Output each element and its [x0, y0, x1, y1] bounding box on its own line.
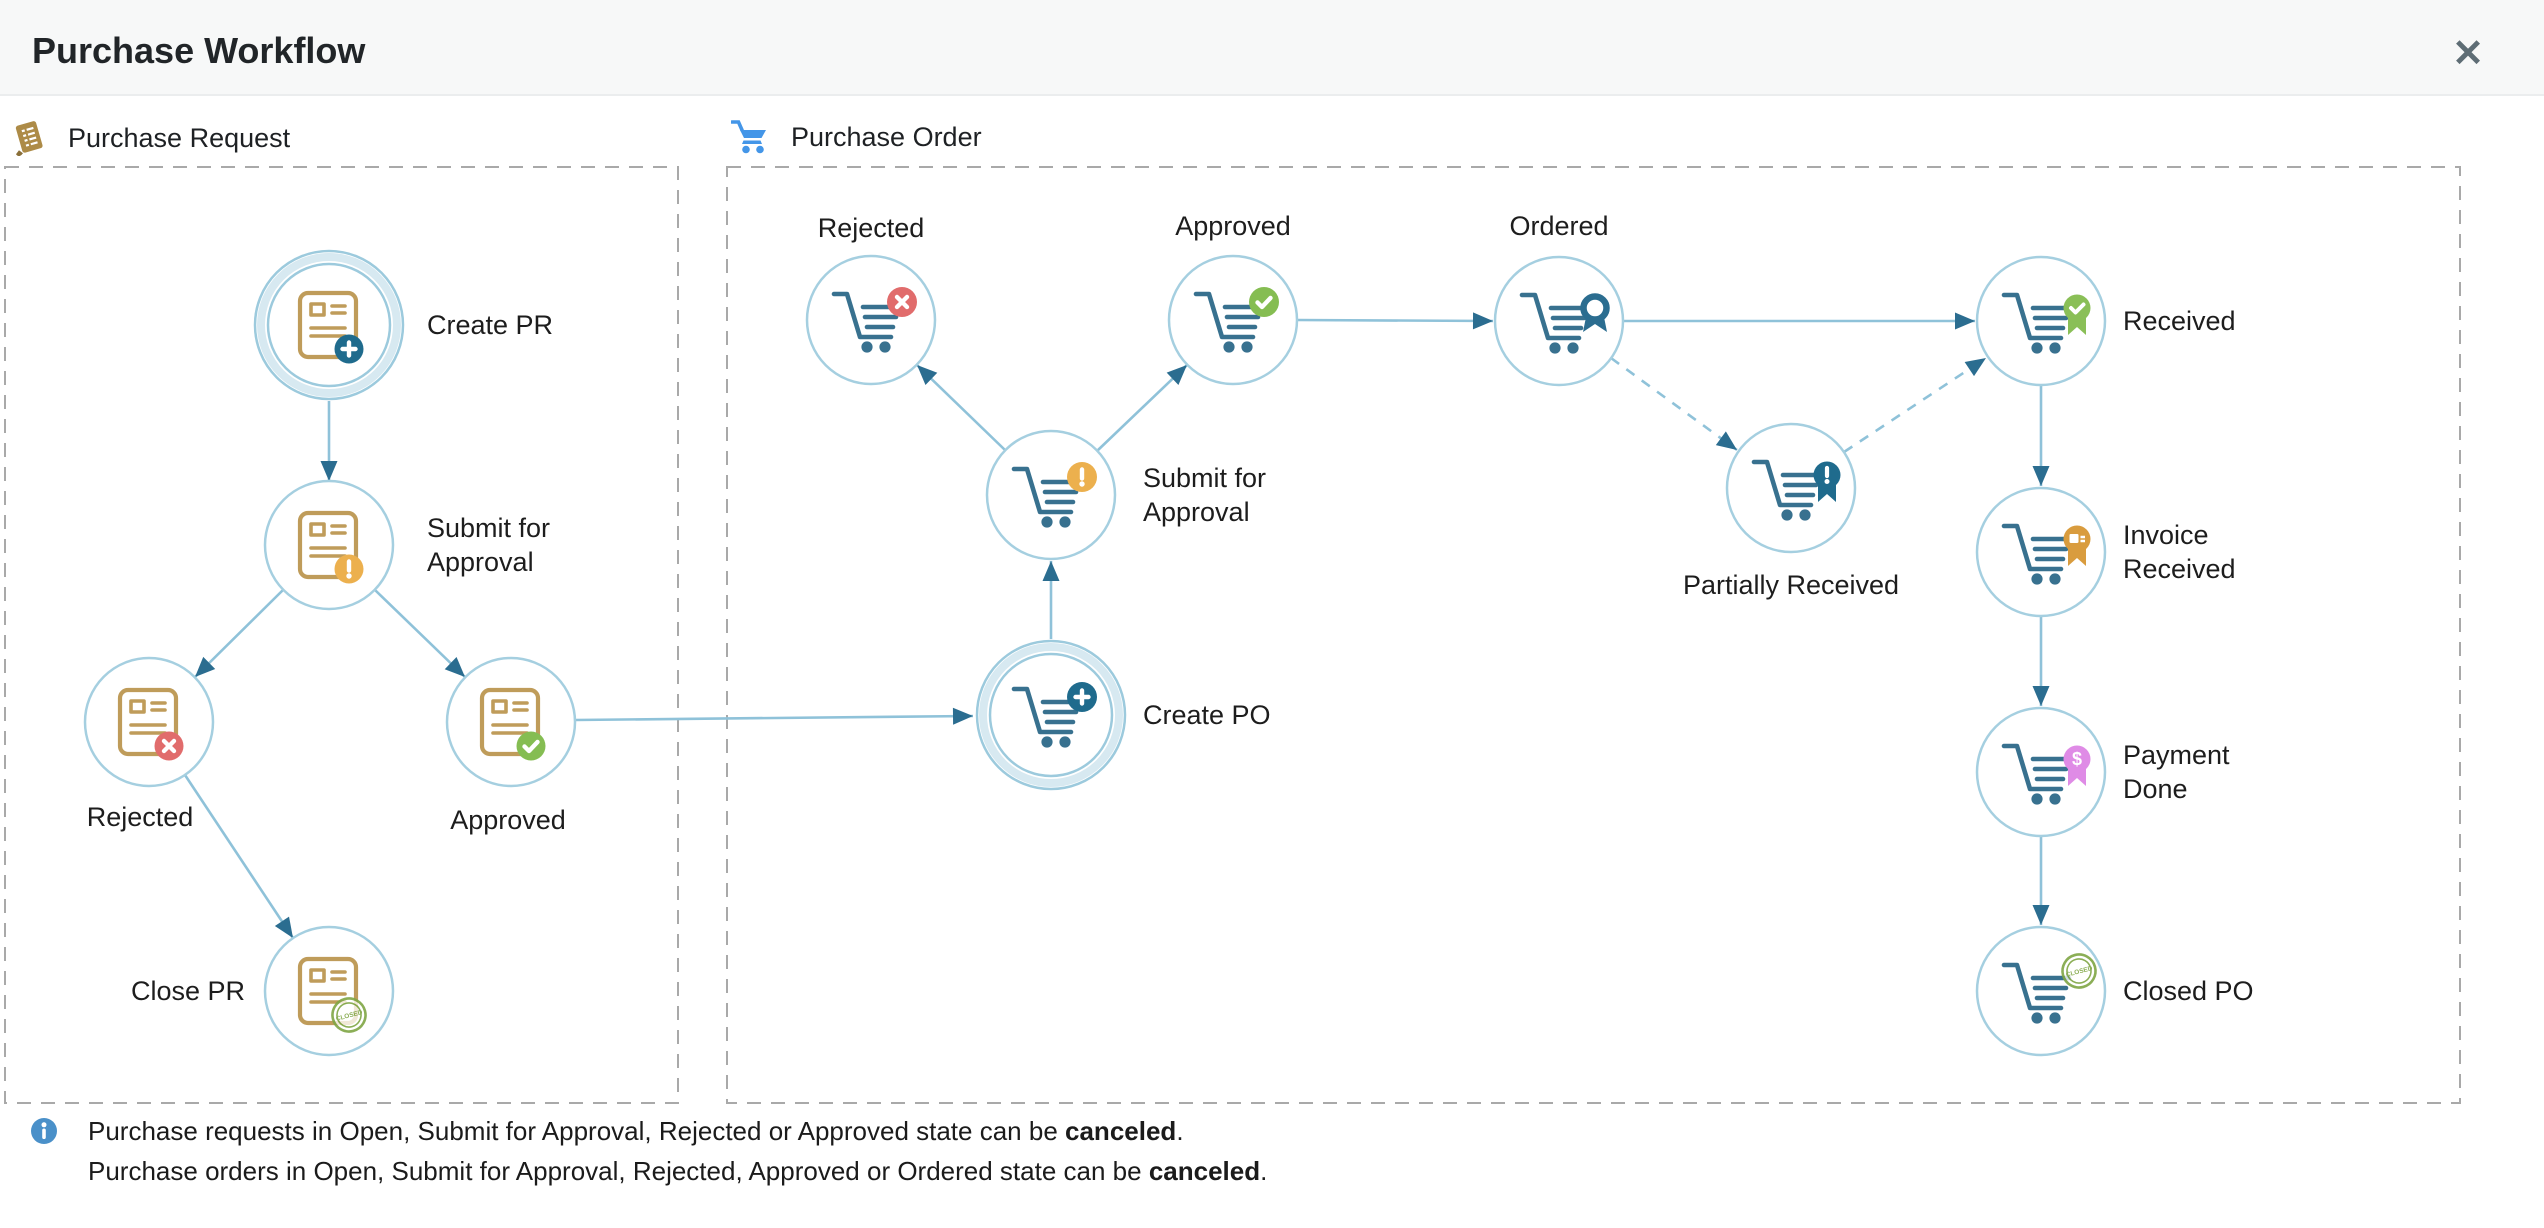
closed-stamp-icon: CLOSED	[2061, 953, 2097, 989]
node-label-po-invoice-received: Invoice Received	[2123, 520, 2236, 584]
node-po-received	[1975, 255, 2107, 387]
partial-ribbon-icon	[1813, 461, 1841, 502]
note-purchase-requests: Purchase requests in Open, Submit for Ap…	[88, 1114, 1184, 1148]
edge-approved-po-to-ordered	[1296, 312, 1494, 330]
purchase-request-title: Purchase Request	[68, 122, 291, 153]
edge-submit-to-approved-pr	[374, 589, 466, 678]
edge-partially-received-to-received	[1843, 356, 1987, 454]
note-bold: canceled	[1148, 1156, 1261, 1186]
approve-badge-icon	[1249, 287, 1279, 317]
node-label-po-rejected: Rejected	[817, 213, 925, 243]
node-po-rejected	[805, 254, 937, 386]
invoice-ribbon-icon	[2063, 525, 2091, 566]
cart-blue-icon	[731, 120, 766, 154]
edge-ordered-to-partially-received	[1610, 356, 1738, 452]
note-text: Purchase orders in Open, Submit for Appr…	[88, 1156, 1149, 1186]
node-create-po	[975, 639, 1127, 791]
node-pr-rejected	[83, 656, 215, 788]
edge-submit-to-rejected-po	[916, 364, 1006, 451]
node-po-closed: CLOSED	[1975, 925, 2107, 1057]
node-close-pr: CLOSED	[263, 925, 395, 1057]
node-po-approved	[1167, 254, 1299, 386]
approve-badge-icon	[516, 731, 546, 761]
purchase-order-boundary	[726, 166, 2461, 1104]
node-label-po-received: Received	[2123, 306, 2236, 336]
purchase-request-boundary	[4, 166, 679, 1104]
node-label-po-submit: Submit for Approval	[1143, 463, 1267, 527]
note-bold: canceled	[1065, 1116, 1177, 1146]
closed-stamp-icon: CLOSED	[331, 997, 367, 1033]
note-suffix: .	[1176, 1116, 1184, 1146]
purchase-request-section-label: Purchase Request	[12, 120, 290, 156]
node-po-invoice-received	[1975, 486, 2107, 618]
node-label-po-ordered: Ordered	[1509, 211, 1609, 241]
node-label-create-po: Create PO	[1143, 700, 1271, 730]
receipt-icon	[15, 121, 43, 156]
node-po-partially-received	[1725, 422, 1857, 554]
warning-badge-icon	[1067, 462, 1097, 492]
payment-ribbon-icon: $	[2063, 745, 2091, 786]
node-create-pr	[253, 249, 405, 401]
purchase-order-title: Purchase Order	[791, 121, 982, 152]
close-icon[interactable]: ✕	[2440, 26, 2496, 82]
node-po-submit	[985, 429, 1117, 561]
node-label-pr-rejected: Rejected	[86, 802, 194, 832]
reject-badge-icon	[887, 287, 917, 317]
received-ribbon-icon	[2063, 294, 2091, 335]
edge-rejected-to-close-pr	[183, 774, 295, 939]
purchase-order-section-label: Purchase Order	[731, 118, 982, 156]
workflow-edges	[183, 312, 2050, 939]
node-label-pr-submit: Submit for Approval	[427, 513, 551, 577]
svg-text:$: $	[2072, 749, 2082, 769]
node-label-po-closed: Closed PO	[2123, 976, 2254, 1006]
node-po-ordered	[1493, 255, 1625, 387]
node-label-create-pr: Create PR	[427, 310, 554, 340]
node-po-payment-done: $	[1975, 706, 2107, 838]
note-text: Purchase requests in Open, Submit for Ap…	[88, 1116, 1066, 1146]
node-pr-submit	[263, 479, 395, 611]
page-title: Purchase Workflow	[32, 30, 366, 71]
node-label-pr-approved: Approved	[450, 805, 566, 835]
node-label-po-payment-done: Payment Done	[2123, 740, 2230, 804]
note-purchase-orders: Purchase orders in Open, Submit for Appr…	[88, 1154, 1267, 1188]
note-suffix: .	[1260, 1156, 1268, 1186]
reject-badge-icon	[154, 731, 184, 761]
warning-badge-icon	[334, 554, 364, 584]
modal-header: Purchase Workflow ✕	[0, 0, 2544, 96]
plus-badge-icon	[1067, 682, 1097, 712]
info-icon	[31, 1118, 57, 1144]
ordered-medal-icon	[1580, 293, 1610, 332]
plus-badge-icon	[334, 334, 364, 364]
node-label-po-partially-received: Partially Received	[1682, 570, 1900, 600]
node-label-po-approved: Approved	[1175, 211, 1291, 241]
edge-submit-to-rejected-pr	[194, 589, 284, 678]
edge-approved-pr-to-create-po	[574, 707, 974, 725]
edge-submit-to-approved-po	[1096, 364, 1188, 452]
node-pr-approved	[445, 656, 577, 788]
node-label-close-pr: Close PR	[130, 976, 245, 1006]
